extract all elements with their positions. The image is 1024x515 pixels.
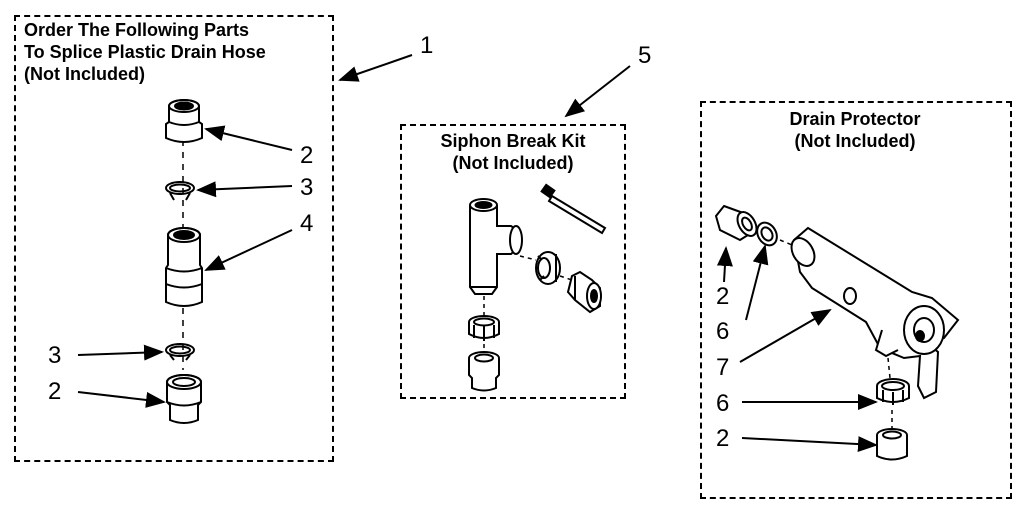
callout-2-drain-top: 2 (716, 283, 730, 310)
drain-clamp-top (756, 221, 778, 247)
siphon-coupler-vertical (468, 351, 500, 392)
callout-4: 4 (300, 210, 314, 237)
siphon-clamp-vertical (468, 315, 500, 341)
splice-title-line3: (Not Included) (24, 64, 145, 84)
leader-drain-2-top (716, 246, 733, 283)
splice-title-line2: To Splice Plastic Drain Hose (24, 42, 266, 62)
leader-3-bottom (77, 344, 164, 361)
leader-2-top (204, 125, 293, 151)
drain-clamp-bottom (876, 378, 910, 405)
callout-6-drain-top: 6 (716, 318, 730, 345)
callout-3-splice-top: 3 (300, 174, 314, 201)
siphon-title-line1: Siphon Break Kit (440, 131, 586, 151)
splice-coupler-top (165, 99, 203, 143)
drain-title-line2: (Not Included) (794, 131, 916, 151)
callout-6-drain-bottom: 6 (716, 390, 730, 417)
callout-7: 7 (716, 354, 730, 381)
splice-title-line1: Order The Following Parts (24, 20, 250, 40)
siphon-coupler-horizontal (566, 270, 602, 314)
callout-3-splice-bottom: 3 (48, 342, 62, 369)
splice-coupler-bottom (166, 374, 202, 424)
drain-coupler-top (714, 204, 758, 242)
leader-2-bottom (77, 391, 166, 408)
siphon-tee-fitting (469, 198, 523, 295)
splice-connector (165, 227, 203, 307)
siphon-clamp-horizontal (535, 251, 561, 285)
siphon-panel-leader (564, 65, 631, 118)
callout-1: 1 (420, 32, 434, 59)
splice-parts-panel (14, 15, 334, 462)
drain-protector-body (790, 226, 960, 400)
leader-drain-6-top (745, 244, 769, 321)
splice-panel-title: Order The Following Parts To Splice Plas… (22, 19, 268, 85)
splice-clamp-top (165, 181, 195, 201)
siphon-title-line2: (Not Included) (452, 153, 574, 173)
callout-2-drain-bottom: 2 (716, 425, 730, 452)
leader-1 (338, 54, 413, 82)
leader-drain-2-bottom (741, 436, 878, 453)
leader-4 (204, 229, 293, 271)
drain-protector-panel (700, 101, 1012, 499)
drain-title-line1: Drain Protector (789, 109, 921, 129)
siphon-break-kit-panel (400, 124, 626, 399)
callout-5: 5 (638, 42, 652, 69)
splice-clamp-bottom (165, 343, 195, 361)
drain-coupler-bottom (876, 428, 908, 461)
leader-drain-7 (739, 308, 832, 363)
callout-2-splice-bottom: 2 (48, 378, 62, 405)
callout-2-splice-top: 2 (300, 142, 314, 169)
drain-panel-title: Drain Protector (Not Included) (760, 108, 950, 152)
siphon-panel-title: Siphon Break Kit (Not Included) (418, 130, 608, 174)
siphon-cable-tie (540, 183, 607, 235)
leader-3-top (196, 181, 293, 198)
